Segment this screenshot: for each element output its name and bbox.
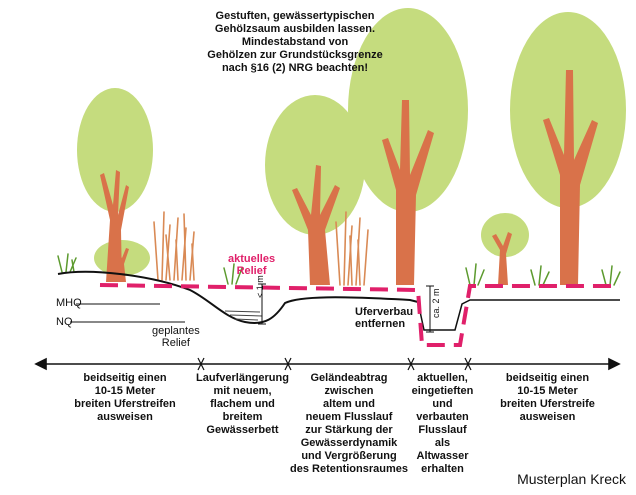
- zone-axis: [36, 358, 619, 370]
- top-note-line: Gestuften, gewässertypischen: [150, 10, 440, 23]
- depth-label-left: < 1 m: [254, 275, 266, 298]
- current-relief-label-line: Relief: [228, 265, 275, 277]
- zone-line: ausweisen: [60, 411, 190, 424]
- credit-label: Musterplan Kreck: [517, 471, 626, 487]
- zone-text-4: aktuellen, eingetieften und verbauten Fl…: [410, 372, 475, 476]
- remove-bank-protection-line: entfernen: [355, 318, 413, 330]
- water-hatching: [225, 311, 262, 320]
- zone-line: ausweisen: [480, 411, 615, 424]
- top-note: Gestuften, gewässertypischen Gehölzsaum …: [150, 10, 440, 75]
- top-note-line: Gehölzen zur Grundstücksgrenze: [150, 49, 440, 62]
- zone-line: breiten Uferstreife: [480, 398, 615, 411]
- remove-bank-protection-line: Uferverbau: [355, 306, 413, 318]
- zone-line: eingetieften: [410, 385, 475, 398]
- zone-line: altem und: [288, 398, 410, 411]
- zone-line: zur Stärkung der: [288, 424, 410, 437]
- zone-line: Geländeabtrag: [288, 372, 410, 385]
- zone-line: beidseitig einen: [480, 372, 615, 385]
- zone-line: und verbauten: [410, 398, 475, 424]
- mhq-label: MHQ: [56, 297, 82, 309]
- planned-relief-label-line: Relief: [152, 337, 200, 349]
- zone-line: breiten Uferstreifen: [60, 398, 190, 411]
- zone-line: aktuellen,: [410, 372, 475, 385]
- depth-label-right: ca. 2 m: [430, 288, 442, 318]
- zone-line: Laufverlängerung: [190, 372, 295, 385]
- remove-bank-protection-label: Uferverbau entfernen: [355, 306, 413, 330]
- zone-line: flachem und: [190, 398, 295, 411]
- top-note-line: Gehölzsaum ausbilden lassen.: [150, 23, 440, 36]
- zone-line: und Vergrößerung: [288, 450, 410, 463]
- zone-text-3: Geländeabtrag zwischen altem und neuem F…: [288, 372, 410, 476]
- current-relief-label: aktuelles Relief: [228, 253, 275, 277]
- channel-outline: [418, 300, 620, 330]
- nq-label: NQ: [56, 316, 73, 328]
- zone-line: 10-15 Meter: [60, 385, 190, 398]
- zone-line: mit neuem,: [190, 385, 295, 398]
- zone-line: als Altwasser: [410, 437, 475, 463]
- planned-relief-label-line: geplantes: [152, 325, 200, 337]
- zone-text-2: Laufverlängerung mit neuem, flachem und …: [190, 372, 295, 437]
- current-relief-label-line: aktuelles: [228, 253, 275, 265]
- zone-line: Gewässerdynamik: [288, 437, 410, 450]
- zone-line: breitem: [190, 411, 295, 424]
- zone-line: neuem Flusslauf: [288, 411, 410, 424]
- zone-line: beidseitig einen: [60, 372, 190, 385]
- zone-line: Flusslauf: [410, 424, 475, 437]
- zone-line: zwischen: [288, 385, 410, 398]
- planned-relief-label: geplantes Relief: [152, 325, 200, 349]
- zone-line: 10-15 Meter: [480, 385, 615, 398]
- top-note-line: nach §16 (2) NRG beachten!: [150, 62, 440, 75]
- zone-line: Gewässerbett: [190, 424, 295, 437]
- top-note-line: Mindestabstand von: [150, 36, 440, 49]
- water-level-marks: [70, 304, 185, 322]
- zone-line: erhalten: [410, 463, 475, 476]
- zone-text-5: beidseitig einen 10-15 Meter breiten Ufe…: [480, 372, 615, 424]
- zone-text-1: beidseitig einen 10-15 Meter breiten Ufe…: [60, 372, 190, 424]
- zone-line: des Retentionsraumes: [288, 463, 410, 476]
